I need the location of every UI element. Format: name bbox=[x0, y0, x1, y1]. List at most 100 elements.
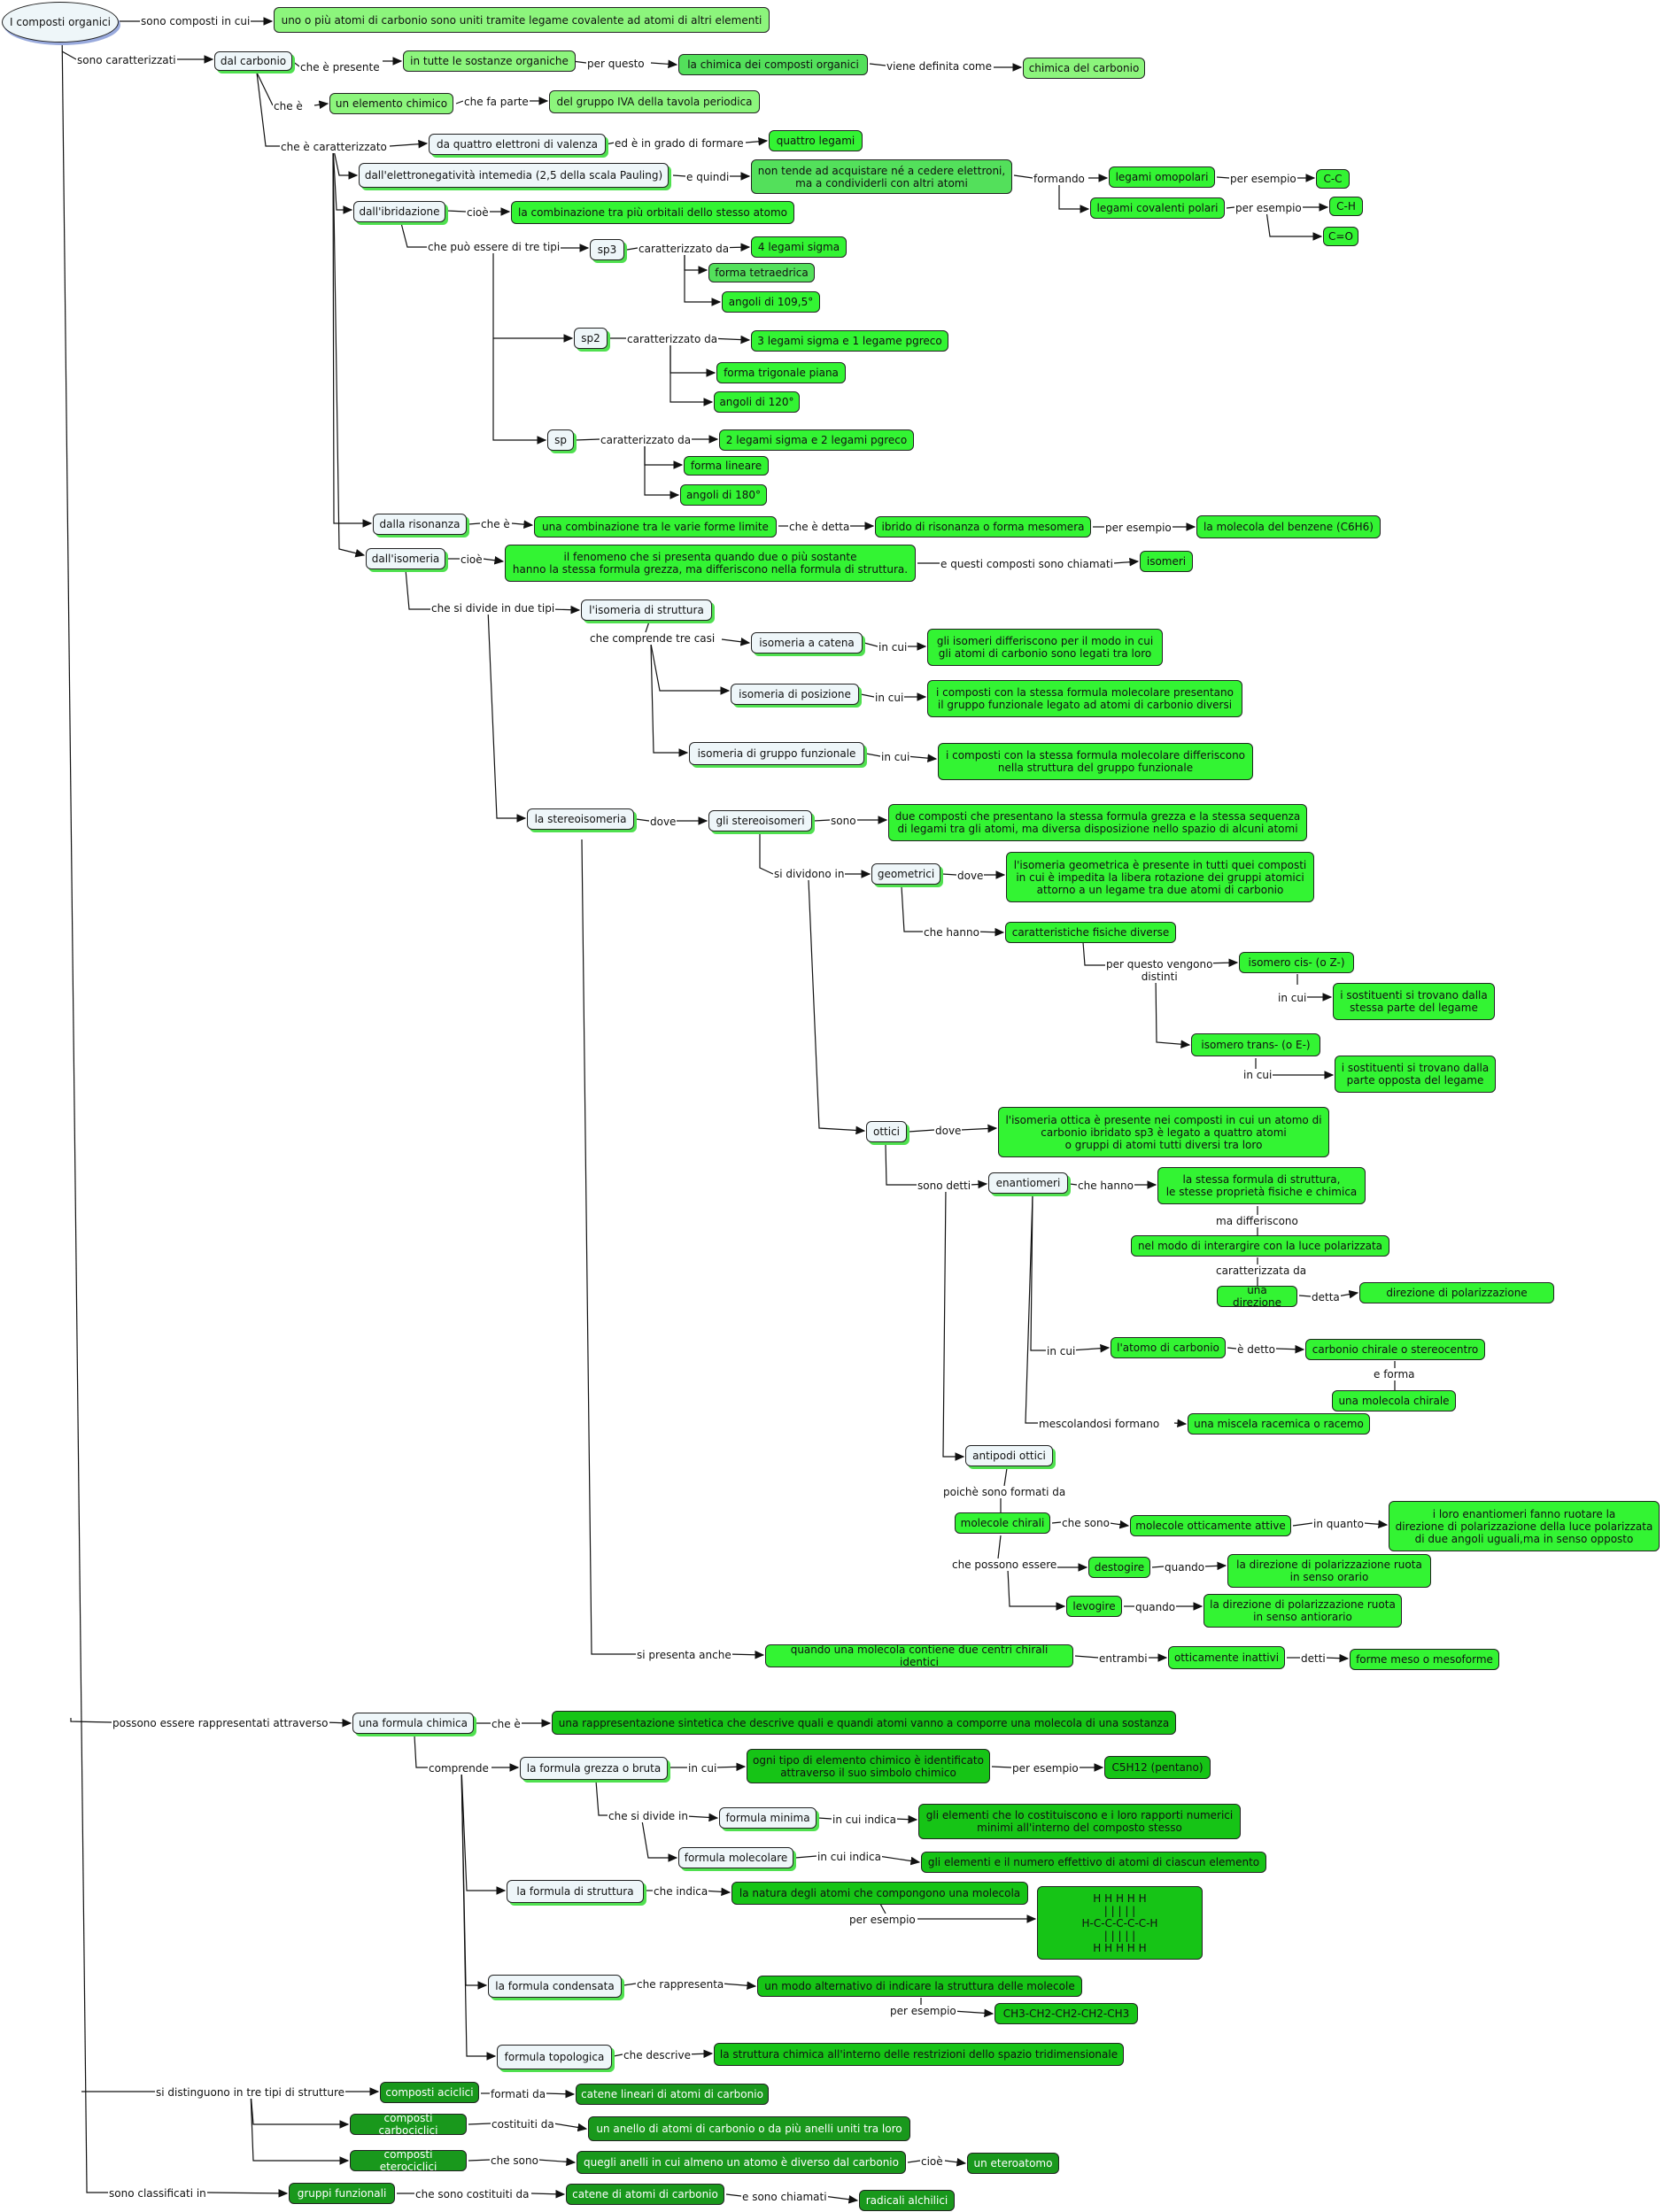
concept-isomeria-struttura[interactable]: l'isomeria di struttura bbox=[581, 599, 712, 621]
concept-ibrido[interactable]: ibrido di risonanza o forma mesomera bbox=[875, 516, 1091, 538]
concept-legami-polari[interactable]: legami covalenti polari bbox=[1090, 197, 1225, 219]
concept-quattro-legami[interactable]: quattro legami bbox=[769, 130, 863, 151]
concept-chimica-composti[interactable]: la chimica dei composti organici bbox=[678, 54, 868, 75]
concept-inattivi[interactable]: otticamente inattivi bbox=[1168, 1646, 1285, 1669]
concept-rappresentazione[interactable]: una rappresentazione sintetica che descr… bbox=[552, 1711, 1176, 1735]
concept-gruppo-desc[interactable]: i composti con la stessa formula molecol… bbox=[938, 743, 1253, 780]
concept-grezza[interactable]: la formula grezza o bruta bbox=[520, 1757, 668, 1780]
concept-minima-desc[interactable]: gli elementi che lo costituiscono e i lo… bbox=[918, 1804, 1241, 1839]
concept-molecola-chirale[interactable]: una molecola chirale bbox=[1332, 1390, 1456, 1412]
concept-struttura-esempio[interactable]: H H H H H | | | | | H-C-C-C-C-C-H | | | … bbox=[1037, 1886, 1203, 1960]
concept-tutte-sostanze[interactable]: in tutte le sostanze organiche bbox=[403, 50, 576, 72]
concept-radicali[interactable]: radicali alchilici bbox=[859, 2190, 955, 2211]
concept-direzione-pol[interactable]: direzione di polarizzazione bbox=[1359, 1282, 1554, 1303]
concept-molecolare[interactable]: formula molecolare bbox=[678, 1847, 793, 1868]
concept-catene-atomi[interactable]: catene di atomi di carbonio bbox=[566, 2184, 724, 2205]
concept-topologica[interactable]: formula topologica bbox=[497, 2045, 612, 2069]
concept-sp[interactable]: sp bbox=[547, 429, 574, 451]
concept-catena-desc[interactable]: gli isomeri differiscono per il modo in … bbox=[927, 629, 1163, 666]
concept-combinazione-orbitali[interactable]: la combinazione tra più orbitali dello s… bbox=[511, 201, 794, 224]
concept-stereoisomeri[interactable]: gli stereoisomeri bbox=[708, 810, 812, 831]
concept-enantiomeri[interactable]: enantiomeri bbox=[988, 1172, 1068, 1194]
concept-cc[interactable]: C-C bbox=[1316, 169, 1350, 189]
concept-isomeria-gruppo[interactable]: isomeria di gruppo funzionale bbox=[689, 742, 864, 765]
concept-caratteristiche[interactable]: caratteristiche fisiche diverse bbox=[1005, 922, 1176, 943]
concept-isomeria-catena[interactable]: isomeria a catena bbox=[751, 632, 863, 654]
concept-antiorario[interactable]: la direzione di polarizzazione ruota in … bbox=[1203, 1594, 1402, 1628]
concept-gruppi-funzionali[interactable]: gruppi funzionali bbox=[289, 2183, 395, 2204]
concept-isomeria[interactable]: dall'isomeria bbox=[366, 548, 445, 569]
concept-ibridazione[interactable]: dall'ibridazione bbox=[353, 201, 445, 222]
concept-levogire[interactable]: levogire bbox=[1066, 1596, 1122, 1617]
concept-atomo-carbonio[interactable]: l'atomo di carbonio bbox=[1111, 1337, 1226, 1358]
concept-natura[interactable]: la natura degli atomi che compongono una… bbox=[731, 1882, 1028, 1905]
concept-fenomeno[interactable]: il fenomeno che si presenta quando due o… bbox=[505, 545, 916, 582]
concept-ott-desc[interactable]: l'isomeria ottica è presente nei compost… bbox=[998, 1107, 1329, 1157]
concept-sp2[interactable]: sp2 bbox=[574, 328, 608, 349]
concept-trans[interactable]: isomero trans- (o E-) bbox=[1191, 1033, 1320, 1056]
concept-anelli-atomo[interactable]: quegli anelli in cui almeno un atomo è d… bbox=[577, 2151, 906, 2174]
concept-atomi-carbonio[interactable]: uno o più atomi di carbonio sono uniti t… bbox=[274, 7, 770, 33]
concept-condensata[interactable]: la formula condensata bbox=[488, 1975, 622, 1998]
concept-sp3[interactable]: sp3 bbox=[590, 239, 624, 260]
concept-due-centri[interactable]: quando una molecola contiene due centri … bbox=[765, 1644, 1073, 1668]
concept-miscela[interactable]: una miscela racemica o racemo bbox=[1188, 1413, 1370, 1435]
concept-quattro-elettroni[interactable]: da quattro elettroni di valenza bbox=[429, 134, 606, 155]
concept-sp2-angoli[interactable]: angoli di 120° bbox=[714, 391, 800, 413]
concept-risonanza[interactable]: dalla risonanza bbox=[373, 514, 467, 535]
concept-struttura-chimica[interactable]: la struttura chimica all'interno delle r… bbox=[714, 2043, 1124, 2066]
concept-carbociclici[interactable]: composti carbociclici bbox=[350, 2112, 467, 2137]
concept-struttura[interactable]: la formula di struttura bbox=[507, 1880, 644, 1903]
concept-ch[interactable]: C-H bbox=[1329, 197, 1363, 216]
concept-legami-omopolari[interactable]: legami omopolari bbox=[1109, 166, 1215, 188]
concept-sp2-sigma[interactable]: 3 legami sigma e 1 legame pgreco bbox=[751, 330, 948, 352]
concept-direzione[interactable]: una direzione bbox=[1217, 1284, 1297, 1309]
concept-catene-lineari[interactable]: catene lineari di atomi di carbonio bbox=[576, 2084, 769, 2105]
concept-non-tende[interactable]: non tende ad acquistare né a cedere elet… bbox=[751, 159, 1012, 194]
concept-posizione-desc[interactable]: i composti con la stessa formula molecol… bbox=[927, 680, 1242, 717]
concept-combinazione-forme[interactable]: una combinazione tra le varie forme limi… bbox=[534, 516, 777, 538]
concept-sp3-sigma[interactable]: 4 legami sigma bbox=[751, 236, 847, 258]
concept-dal-carbonio[interactable]: dal carbonio bbox=[214, 51, 292, 71]
concept-cis-desc[interactable]: i sostituenti si trovano dalla stessa pa… bbox=[1333, 983, 1495, 1020]
concept-aciclici[interactable]: composti aciclici bbox=[380, 2082, 479, 2103]
concept-isomeria-posizione[interactable]: isomeria di posizione bbox=[731, 684, 859, 705]
concept-antipodi[interactable]: antipodi ottici bbox=[965, 1445, 1053, 1466]
concept-stessa-formula[interactable]: la stessa formula di struttura, le stess… bbox=[1157, 1167, 1366, 1204]
concept-ruotare[interactable]: i loro enantiomeri fanno ruotare la dire… bbox=[1389, 1501, 1660, 1551]
concept-ottici[interactable]: ottici bbox=[866, 1121, 907, 1142]
concept-luce-polarizzata[interactable]: nel modo di interargire con la luce pola… bbox=[1131, 1235, 1389, 1257]
root-node[interactable]: I composti organici bbox=[2, 2, 119, 43]
concept-sp-forma[interactable]: forma lineare bbox=[684, 456, 769, 476]
concept-otticamente-attive[interactable]: molecole otticamente attive bbox=[1130, 1515, 1291, 1536]
concept-condensata-esempio[interactable]: CH3-CH2-CH2-CH2-CH3 bbox=[995, 2003, 1138, 2024]
concept-molecole-chirali[interactable]: molecole chirali bbox=[955, 1512, 1050, 1534]
concept-cis[interactable]: isomero cis- (o Z-) bbox=[1239, 952, 1354, 973]
concept-chimica-carbonio[interactable]: chimica del carbonio bbox=[1023, 58, 1145, 79]
concept-elemento-chimico[interactable]: un elemento chimico bbox=[329, 93, 453, 114]
concept-molecolare-desc[interactable]: gli elementi e il numero effettivo di at… bbox=[921, 1852, 1266, 1873]
concept-benzene[interactable]: la molecola del benzene (C6H6) bbox=[1196, 515, 1381, 538]
concept-stereoisomeria[interactable]: la stereoisomeria bbox=[527, 808, 634, 830]
concept-eteroatomo[interactable]: un eteroatomo bbox=[967, 2153, 1059, 2174]
concept-sp-sigma[interactable]: 2 legami sigma e 2 legami pgreco bbox=[719, 429, 914, 451]
concept-trans-desc[interactable]: i sostituenti si trovano dalla parte opp… bbox=[1335, 1056, 1496, 1093]
concept-anello[interactable]: un anello di atomi di carbonio o da più … bbox=[588, 2116, 910, 2141]
concept-sp-angoli[interactable]: angoli di 180° bbox=[680, 484, 767, 506]
concept-sp3-angoli[interactable]: angoli di 109,5° bbox=[722, 291, 820, 313]
concept-sp3-forma[interactable]: forma tetraedrica bbox=[708, 263, 815, 282]
concept-formula-chimica[interactable]: una formula chimica bbox=[352, 1713, 474, 1734]
concept-co[interactable]: C=O bbox=[1323, 227, 1358, 246]
concept-stereo-desc[interactable]: due composti che presentano la stessa fo… bbox=[888, 804, 1307, 841]
concept-simbolo[interactable]: ogni tipo di elemento chimico è identifi… bbox=[747, 1749, 990, 1783]
concept-c5h12[interactable]: C5H12 (pentano) bbox=[1104, 1756, 1211, 1779]
concept-eterociclici[interactable]: composti eterociclici bbox=[350, 2148, 467, 2173]
concept-meso[interactable]: forme meso o mesoforme bbox=[1350, 1649, 1499, 1670]
concept-orario[interactable]: la direzione di polarizzazione ruota in … bbox=[1227, 1554, 1431, 1588]
concept-geometrici[interactable]: geometrici bbox=[871, 863, 940, 885]
concept-carbonio-chirale[interactable]: carbonio chirale o stereocentro bbox=[1305, 1339, 1485, 1360]
concept-modo-alternativo[interactable]: un modo alternativo di indicare la strut… bbox=[757, 1976, 1082, 1997]
concept-destogire[interactable]: destogire bbox=[1088, 1557, 1150, 1578]
concept-gruppo-iva[interactable]: del gruppo IVA della tavola periodica bbox=[549, 90, 760, 113]
concept-geo-desc[interactable]: l'isomeria geometrica è presente in tutt… bbox=[1006, 852, 1314, 902]
